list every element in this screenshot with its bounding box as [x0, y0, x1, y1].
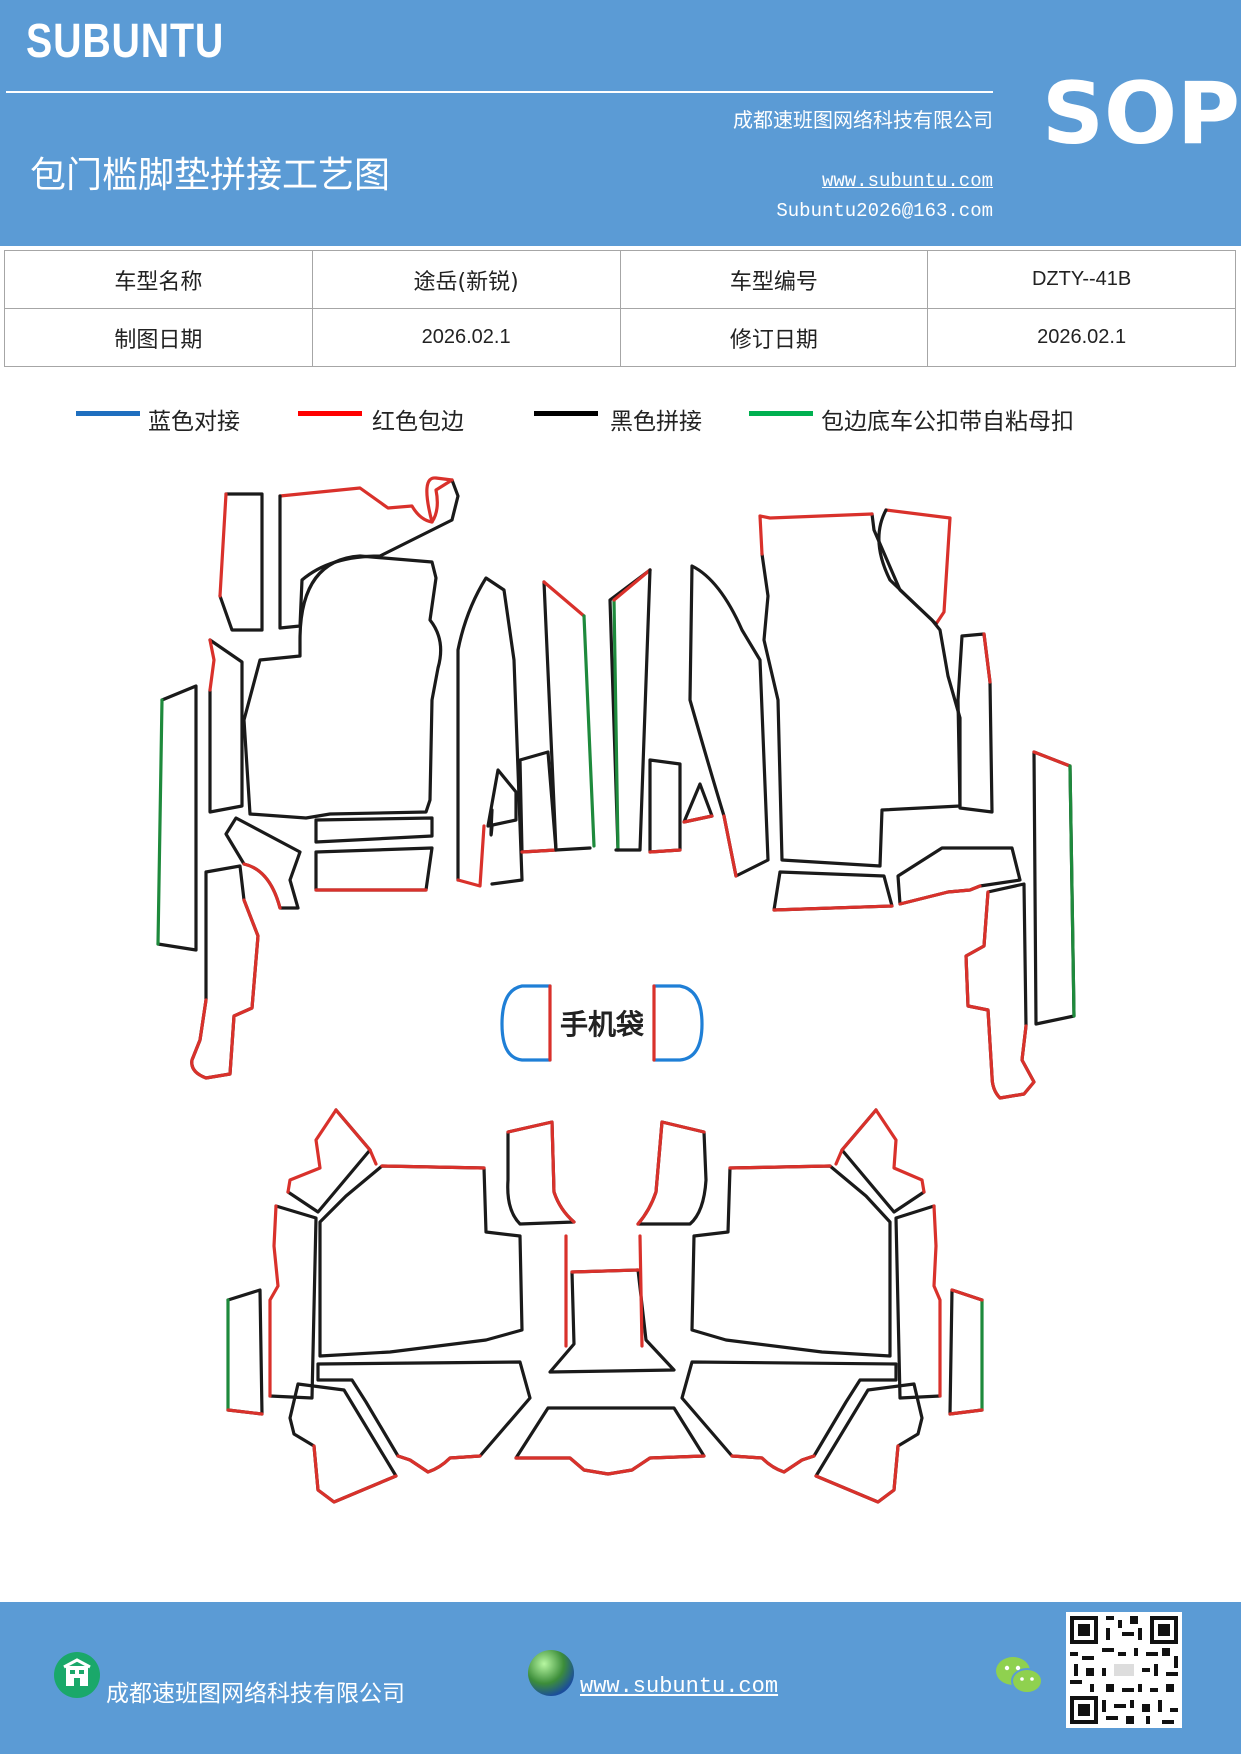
mat-front-right-top [877, 508, 952, 626]
mat-front-left-pieces [224, 816, 434, 910]
header-website-link[interactable]: www.subuntu.com [821, 170, 993, 192]
mat-rear-right-outer [948, 1288, 984, 1416]
phone-pocket-label: 手机袋 [560, 1008, 645, 1041]
info-table: 车型名称 途岳(新锐) 车型编号 DZTY--41B 制图日期 2026.02.… [4, 250, 1236, 367]
brand-logo: SUBUNTU [26, 15, 225, 68]
legend-swatch-blue [76, 411, 140, 416]
mat-rear-right-side [894, 1204, 942, 1400]
table-row: 车型名称 途岳(新锐) 车型编号 DZTY--41B [4, 250, 1236, 309]
mat-rear-right-lower [680, 1360, 924, 1504]
mat-front-left-side [208, 638, 244, 814]
mat-rear-left-main [318, 1164, 524, 1358]
legend-label: 红色包边 [372, 409, 464, 435]
header-company: 成都速班图网络科技有限公司 [733, 108, 993, 132]
legend-label: 黑色拼接 [610, 409, 702, 435]
mat-front-right-lower [964, 882, 1036, 1100]
mat-rear-right-corner [636, 1120, 708, 1226]
value-model-name: 途岳(新锐) [311, 250, 621, 309]
mat-rear-left-top [286, 1108, 378, 1214]
mat-front-left-strip [218, 492, 264, 632]
label-revise-date: 修订日期 [619, 308, 929, 367]
legend-label: 包边底车公扣带自粘母扣 [821, 409, 1074, 435]
header-email: Subuntu2026@163.com [776, 200, 993, 222]
mat-front-right-sill [608, 564, 770, 878]
label-model-code: 车型编号 [619, 250, 929, 309]
phone-pocket [500, 984, 704, 1062]
wechat-icon [994, 1654, 1044, 1696]
legend-swatch-green [749, 411, 813, 416]
document-title: 包门槛脚垫拼接工艺图 [30, 155, 391, 196]
mat-front-left-main [242, 554, 443, 820]
mat-rear-left-side [268, 1204, 318, 1400]
table-row: 制图日期 2026.02.1 修订日期 2026.02.1 [4, 308, 1236, 367]
mat-front-right-outer [1032, 750, 1076, 1026]
legend-label: 蓝色对接 [148, 409, 240, 435]
mat-rear-left-outer [226, 1288, 264, 1416]
mat-front-right-side [956, 632, 994, 814]
mat-rear-left-corner [506, 1120, 576, 1226]
mat-rear-left-lower [288, 1360, 532, 1504]
mat-front-right-pieces [772, 846, 1022, 912]
building-icon [54, 1652, 100, 1698]
mat-front-right-main [758, 512, 962, 868]
footer-company: 成都速班图网络科技有限公司 [106, 1681, 405, 1707]
header-divider [6, 91, 993, 93]
mat-rear-right-main [690, 1164, 892, 1358]
value-model-code: DZTY--41B [927, 250, 1236, 309]
footer-banner: 成都速班图网络科技有限公司 www.subuntu.com [0, 1602, 1241, 1754]
header-banner: SUBUNTU 成都速班图网络科技有限公司 包门槛脚垫拼接工艺图 www.sub… [0, 0, 1241, 246]
mat-front-left-sill [456, 576, 596, 888]
sop-badge: SOP [1042, 64, 1241, 164]
value-draw-date: 2026.02.1 [311, 308, 621, 367]
legend-swatch-red [298, 411, 362, 416]
qr-code [1066, 1612, 1182, 1728]
value-revise-date: 2026.02.1 [927, 308, 1236, 367]
mat-front-left-outer [156, 684, 198, 952]
mat-rear-center [514, 1234, 706, 1476]
legend-swatch-black [534, 411, 598, 416]
footer-website-link[interactable]: www.subuntu.com [580, 1674, 779, 1699]
mat-rear-right-top [834, 1108, 926, 1214]
mat-front-left-lower [190, 864, 260, 1080]
globe-icon [528, 1650, 574, 1696]
label-model-name: 车型名称 [4, 250, 313, 309]
label-draw-date: 制图日期 [4, 308, 313, 367]
